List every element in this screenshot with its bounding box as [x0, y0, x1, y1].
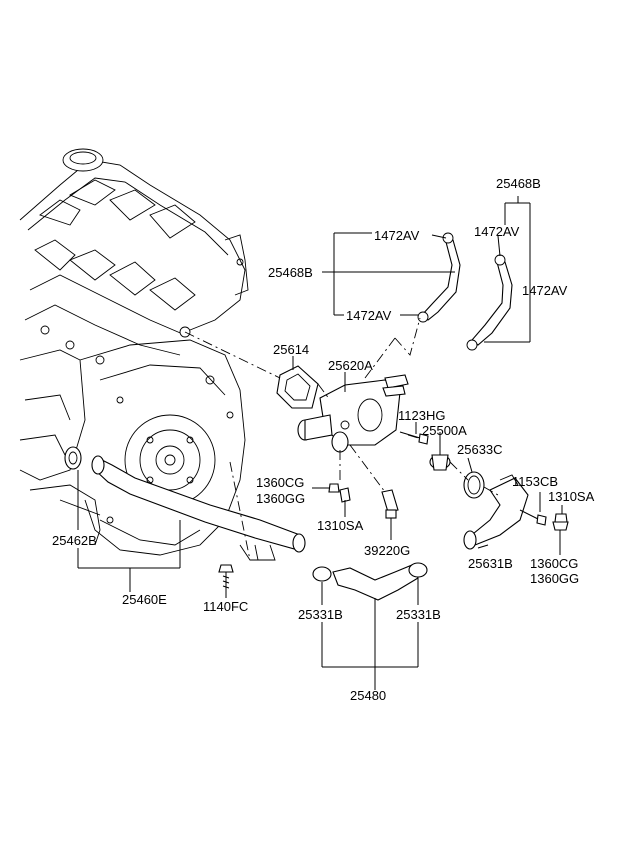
label-1360GG-right: 1360GG [530, 571, 579, 586]
leader-lines [77, 196, 563, 690]
housing-25620A [297, 374, 409, 453]
label-25620A: 25620A [328, 358, 373, 373]
hose-25468B-left [417, 232, 461, 323]
label-1360CG-right: 1360CG [530, 556, 578, 571]
label-25468B-top: 25468B [496, 176, 541, 191]
pipe-25460E [91, 455, 306, 561]
label-1310SA-right: 1310SA [548, 489, 595, 504]
assembly-lines [184, 317, 499, 561]
label-25500A: 25500A [422, 423, 467, 438]
nut-1310SA-right [552, 513, 569, 531]
label-1360GG-left: 1360GG [256, 491, 305, 506]
label-25331B-left: 25331B [298, 607, 343, 622]
label-1140FC: 1140FC [203, 599, 248, 614]
label-25480: 25480 [350, 688, 386, 703]
label-25468B-left: 25468B [268, 265, 313, 280]
label-25631B: 25631B [468, 556, 513, 571]
label-25462B: 25462B [52, 533, 97, 548]
label-1472AV-a: 1472AV [374, 228, 420, 243]
label-25460E: 25460E [122, 592, 167, 607]
stud-1310SA [339, 487, 351, 512]
label-1153CB: 1153CB [512, 474, 558, 489]
label-1472AV-b: 1472AV [474, 224, 520, 239]
bolt-1123HG [399, 431, 429, 445]
hose-25480 [312, 562, 428, 601]
label-25331B-right: 25331B [396, 607, 441, 622]
label-1472AV-c: 1472AV [346, 308, 392, 323]
bolt-1153CB [519, 509, 547, 526]
thermostat-25500A [429, 440, 451, 471]
seal-25462B [64, 446, 82, 470]
hose-25468B-right [466, 254, 513, 351]
outlet-25631B [463, 474, 529, 550]
label-1360CG-left: 1360CG [256, 475, 304, 490]
nut-1360CG [328, 483, 340, 493]
bolt-1140FC [218, 564, 234, 590]
label-39220G: 39220G [364, 543, 410, 558]
label-1472AV-d: 1472AV [522, 283, 568, 298]
label-25633C: 25633C [457, 442, 503, 457]
label-25614: 25614 [273, 342, 309, 357]
sensor-39220G [381, 489, 399, 519]
gasket-25614 [276, 365, 319, 409]
label-1310SA-left: 1310SA [317, 518, 364, 533]
gasket-25633C [463, 471, 485, 499]
part-labels: 25468B 1472AV 1472AV 25468B 1472AV 1472A… [52, 176, 595, 703]
label-1123HG: 1123HG [398, 408, 445, 423]
